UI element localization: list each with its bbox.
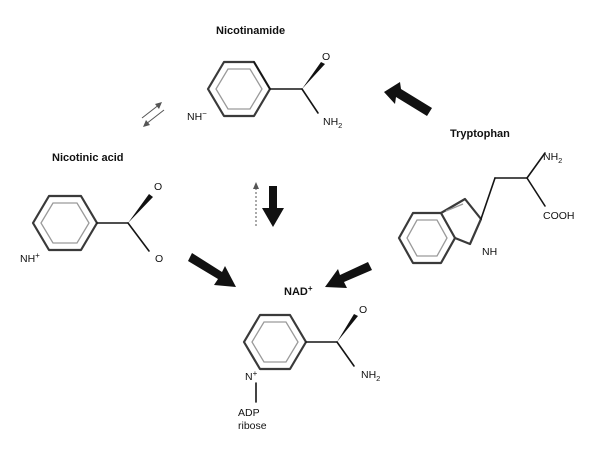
tryptophan-carboxyl: COOH — [543, 210, 575, 222]
nicotinic-acid-ring-n: NH+ — [20, 251, 40, 265]
nicotinamide-label: Nicotinamide — [216, 25, 285, 37]
tryptophan-amine-n: NH2 — [543, 151, 562, 165]
nicotinamide-ring-aromatic — [215, 68, 263, 110]
nicotinamide-bond — [253, 61, 271, 90]
nicotinamide-amide-bond — [301, 88, 319, 114]
tryptophan-label: Tryptophan — [450, 128, 510, 140]
nad-ring-n: N+ — [245, 369, 258, 383]
nad-label: NAD+ — [284, 284, 313, 298]
tryptophan-amine-bond — [526, 152, 546, 179]
nicotinamide-pyridine-ring — [206, 60, 272, 118]
nad-amide-bond — [336, 341, 355, 367]
nicotinamide-amide-n: NH2 — [323, 116, 342, 130]
nicotinic-acid-hydroxyl-o: O — [155, 253, 163, 265]
nicotinic-acid-carbonyl-wedge — [128, 194, 153, 223]
nad-adp-label: ADP — [238, 407, 260, 419]
nad-carbonyl-wedge — [337, 314, 358, 342]
nad-ribose-label: ribose — [238, 420, 267, 432]
nicotinamide-carbonyl-wedge — [302, 62, 325, 89]
tryptophan-ch2-bond — [480, 177, 496, 220]
nicotinic-acid-carbonyl-o: O — [154, 181, 162, 193]
nad-structure: NAD+ O NH2 N+ ADP ribose — [238, 284, 380, 432]
arrow-tryptophan-to-nicotinamide — [384, 82, 432, 116]
arrow-nicotinamide-nicotinic-acid-reversible — [141, 102, 165, 127]
nad-carbonyl-o: O — [359, 304, 367, 316]
nicotinic-acid-label: Nicotinic acid — [52, 152, 124, 164]
tryptophan-acid-bond — [526, 177, 546, 207]
arrow-nicotinic-acid-to-nad — [188, 253, 236, 287]
nicotinic-acid-structure: Nicotinic acid O O NH+ — [20, 152, 163, 265]
nicotinamide-carbonyl-o: O — [322, 51, 330, 63]
nicotinic-acid-pyridine-ring — [31, 194, 99, 252]
nicotinic-acid-hydroxyl-bond — [127, 222, 150, 252]
tryptophan-benzene-aromatic — [406, 219, 448, 257]
nad-pyridine-ring — [242, 313, 308, 371]
tryptophan-indole-nh: NH — [482, 246, 497, 258]
tryptophan-structure: Tryptophan NH2 COOH NH — [397, 128, 575, 265]
nad-amide-n: NH2 — [361, 369, 380, 383]
arrow-nad-to-nicotinamide-head — [253, 182, 259, 189]
arrow-nicotinamide-to-nad — [262, 186, 284, 227]
tryptophan-pyrrole-double — [445, 203, 464, 212]
nicotinamide-ring-n: NH− — [187, 109, 207, 123]
arrow-tryptophan-to-nad — [325, 262, 372, 288]
nad-ring-aromatic — [251, 321, 299, 363]
nicotinamide-structure: Nicotinamide O NH2 NH− — [187, 25, 342, 130]
nicotinic-acid-ring-aromatic — [40, 202, 90, 244]
